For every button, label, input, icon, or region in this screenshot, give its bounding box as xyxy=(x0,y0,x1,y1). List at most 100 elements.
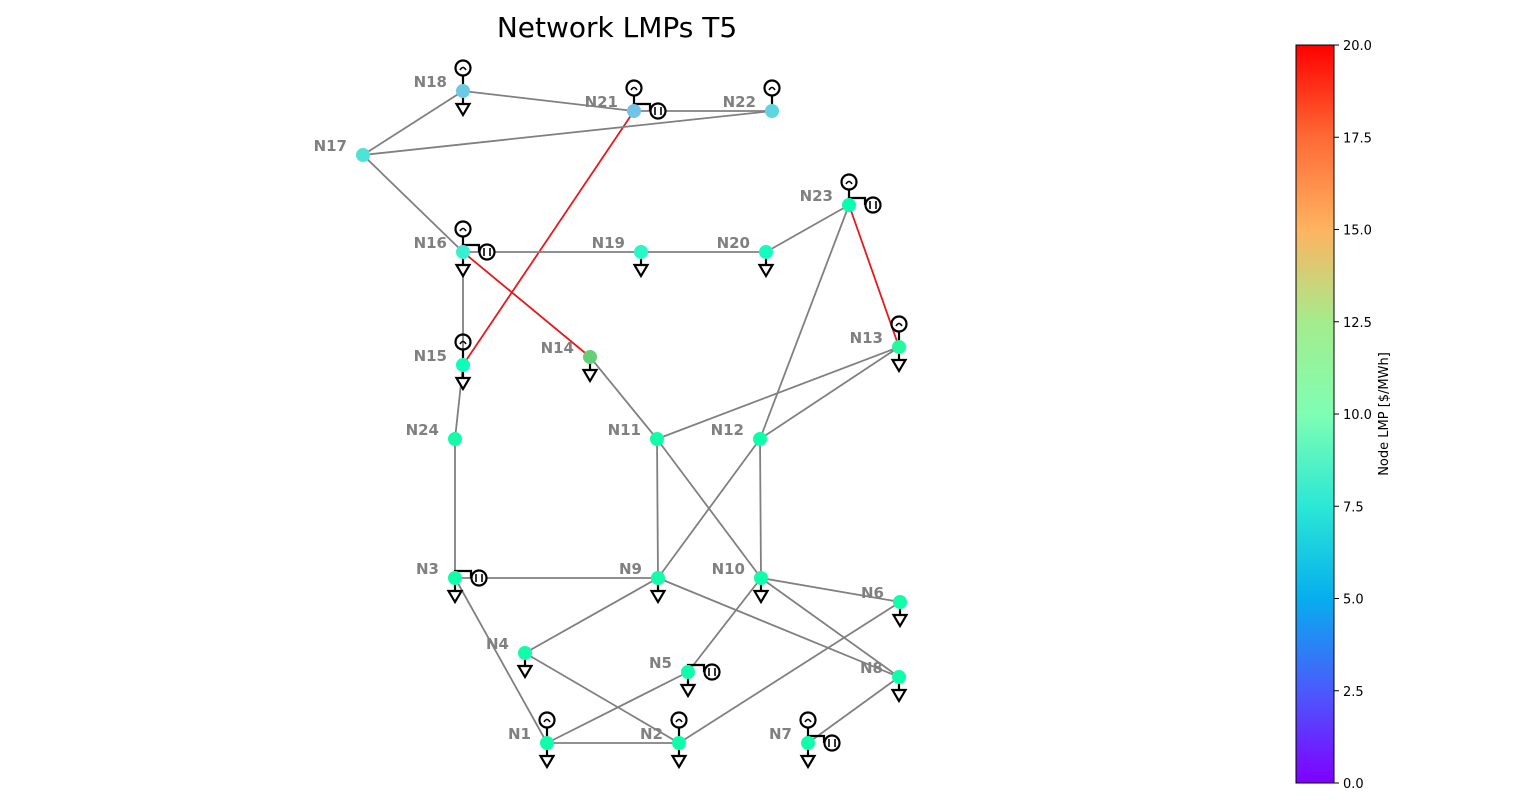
node-label-N19: N19 xyxy=(592,234,625,252)
transmission-lines xyxy=(362,90,901,744)
node-N20 xyxy=(759,245,773,259)
node-N12 xyxy=(753,432,767,446)
node-label-N3: N3 xyxy=(416,560,439,578)
line-N10-N11 xyxy=(656,438,762,579)
line-N8-N9 xyxy=(657,577,900,678)
load-icon xyxy=(679,683,697,699)
colorbar-tick-label: 17.5 xyxy=(1343,131,1372,146)
node-N24 xyxy=(448,432,462,446)
load-icon xyxy=(516,664,534,680)
node-label-N20: N20 xyxy=(717,234,750,252)
load-icon xyxy=(799,754,817,770)
node-N13 xyxy=(892,340,906,354)
line-N11-N14 xyxy=(589,356,658,440)
load-icon xyxy=(581,368,599,384)
node-N11 xyxy=(650,432,664,446)
load-icon xyxy=(649,589,667,605)
node-N16 xyxy=(456,245,470,259)
colorbar-tick-label: 20.0 xyxy=(1343,39,1372,54)
node-N9 xyxy=(651,571,665,585)
node-N1 xyxy=(540,736,554,750)
node-N19 xyxy=(634,245,648,259)
node-label-N18: N18 xyxy=(414,73,447,91)
generator-icon xyxy=(625,79,643,97)
generator-icon xyxy=(538,711,556,729)
colorbar-ticks: 0.02.55.07.510.012.515.017.520.0 xyxy=(1334,39,1372,792)
colorbar-label: Node LMP [$/MWh] xyxy=(1377,352,1392,476)
node-label-N2: N2 xyxy=(640,725,663,743)
node-label-N24: N24 xyxy=(406,421,439,439)
node-N22 xyxy=(765,104,779,118)
line-N17-N22 xyxy=(362,110,773,156)
node-label-N9: N9 xyxy=(619,560,642,578)
line-N15-N21 xyxy=(462,110,635,366)
line-N2-N6 xyxy=(678,601,901,744)
generator-icon xyxy=(840,173,858,191)
load-icon xyxy=(752,589,770,605)
node-N21 xyxy=(627,104,641,118)
generator-icon xyxy=(763,79,781,97)
generator-icon xyxy=(670,711,688,729)
colorbar: 0.02.55.07.510.012.515.017.520.0 Node LM… xyxy=(1295,39,1392,792)
line-N18-N21 xyxy=(462,90,635,112)
node-label-N11: N11 xyxy=(608,421,641,439)
storage-icon xyxy=(649,102,667,120)
node-N8 xyxy=(892,670,906,684)
storage-icon xyxy=(478,243,496,261)
node-label-N8: N8 xyxy=(860,659,883,677)
network-nodes xyxy=(356,84,907,750)
storage-icon xyxy=(864,196,882,214)
node-label-N23: N23 xyxy=(800,187,833,205)
line-N7-N8 xyxy=(807,676,900,744)
node-N5 xyxy=(681,665,695,679)
line-N14-N16 xyxy=(462,251,591,358)
node-N7 xyxy=(801,736,815,750)
colorbar-gradient xyxy=(1295,44,1335,784)
colorbar-tick-label: 15.0 xyxy=(1343,224,1372,239)
generator-icon xyxy=(454,220,472,238)
symbols-N16 xyxy=(454,220,496,279)
line-N20-N23 xyxy=(765,204,850,253)
load-icon xyxy=(890,358,908,374)
generator-icon xyxy=(799,711,817,729)
symbols-N2 xyxy=(670,711,688,770)
line-N16-N17 xyxy=(362,154,464,253)
load-icon xyxy=(890,688,908,704)
generator-icon xyxy=(454,59,472,77)
load-icon xyxy=(632,263,650,279)
node-label-N4: N4 xyxy=(486,635,509,653)
load-icon xyxy=(446,589,464,605)
node-label-N17: N17 xyxy=(314,137,347,155)
colorbar-tick-label: 12.5 xyxy=(1343,316,1372,331)
load-icon xyxy=(454,263,472,279)
load-icon xyxy=(757,263,775,279)
node-N14 xyxy=(583,350,597,364)
node-label-N22: N22 xyxy=(723,93,756,111)
line-N12-N23 xyxy=(759,204,850,440)
node-label-N16: N16 xyxy=(414,234,447,252)
load-icon xyxy=(454,376,472,392)
load-icon xyxy=(891,613,909,629)
node-N23 xyxy=(842,198,856,212)
line-N17-N18 xyxy=(362,90,464,156)
generator-icon xyxy=(890,315,908,333)
node-label-N10: N10 xyxy=(712,560,745,578)
node-N4 xyxy=(518,646,532,660)
node-label-N1: N1 xyxy=(508,725,531,743)
line-N2-N4 xyxy=(524,652,680,744)
chart-title: Network LMPs T5 xyxy=(497,11,737,44)
node-label-N7: N7 xyxy=(769,725,792,743)
node-N15 xyxy=(456,358,470,372)
node-label-N13: N13 xyxy=(850,329,883,347)
line-N15-N24 xyxy=(454,364,464,440)
line-N10-N12 xyxy=(759,438,762,579)
line-N6-N10 xyxy=(760,577,901,603)
node-label-N14: N14 xyxy=(541,339,574,357)
node-symbols xyxy=(446,59,909,770)
line-N1-N3 xyxy=(454,577,548,744)
node-N18 xyxy=(456,84,470,98)
node-N10 xyxy=(754,571,768,585)
symbols-N15 xyxy=(454,333,472,392)
